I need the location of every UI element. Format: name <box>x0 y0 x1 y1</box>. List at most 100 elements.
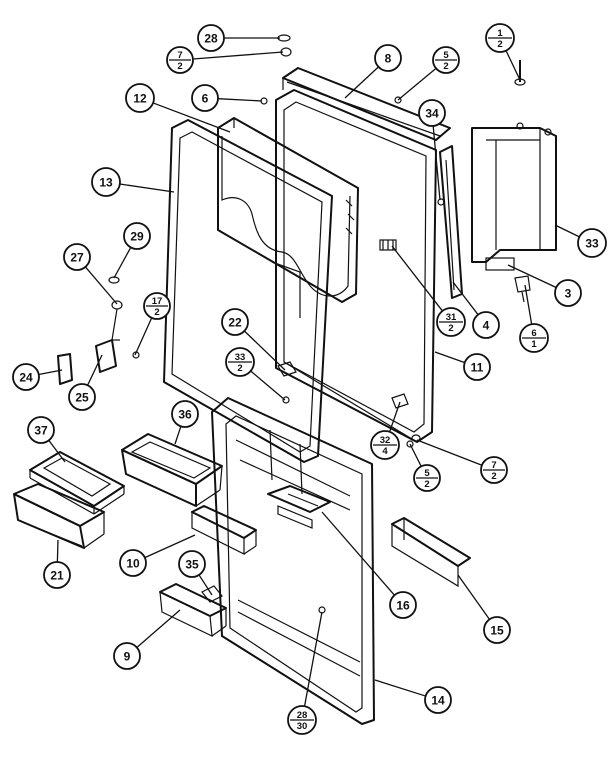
callout-numerator: 28 <box>297 710 308 721</box>
screw-5-2-low <box>406 440 414 448</box>
callout-number: 8 <box>385 52 392 66</box>
callout-leader-line <box>416 439 483 466</box>
callout-number: 33 <box>585 237 599 251</box>
callout-number: 3 <box>565 287 572 301</box>
callout-c7-2-top: 72 <box>166 46 284 74</box>
callout-balloon <box>389 591 417 619</box>
callout-denominator: 2 <box>443 61 448 72</box>
callout-c16: 16 <box>321 511 417 619</box>
callout-balloon <box>191 84 219 112</box>
callout-balloon <box>463 353 491 381</box>
callout-leader-line <box>56 539 59 563</box>
callout-number: 27 <box>70 251 84 265</box>
door-shelf-16 <box>267 485 331 529</box>
callout-numerator: 1 <box>497 28 503 39</box>
callout-balloon <box>12 363 40 391</box>
callout-c27: 27 <box>63 243 118 305</box>
door-shelf-rail-15 <box>391 517 471 588</box>
callout-c21: 21 <box>43 539 71 589</box>
callout-denominator: 2 <box>177 61 182 72</box>
callout-c17-2: 172 <box>134 292 171 356</box>
callout-c1-2: 12 <box>485 23 521 81</box>
callout-balloon <box>483 616 511 644</box>
callout-leader-line <box>388 401 401 432</box>
callout-leader-line <box>38 369 63 376</box>
callout-leader-line <box>113 247 132 279</box>
callout-number: 25 <box>75 391 89 405</box>
callout-numerator: 7 <box>491 460 496 471</box>
callout-c31-2: 312 <box>391 245 466 337</box>
callout-leader-line <box>48 440 66 463</box>
callout-c35: 35 <box>178 550 213 596</box>
callout-number: 12 <box>133 92 147 106</box>
callout-balloon <box>63 243 91 271</box>
callout-leader-line <box>243 330 286 371</box>
callout-number: 6 <box>202 92 209 106</box>
callout-numerator: 33 <box>235 352 246 363</box>
callout-c36: 36 <box>171 400 199 445</box>
callout-balloon <box>68 383 96 411</box>
callout-c33-right: 33 <box>554 224 607 258</box>
freezer-inner-liner <box>217 117 359 303</box>
clip-35 <box>201 585 223 603</box>
callout-numerator: 7 <box>177 50 182 61</box>
storage-tray-36 <box>121 433 223 507</box>
callout-number: 28 <box>204 32 218 46</box>
callout-number: 10 <box>126 557 140 571</box>
callout-c6-1: 61 <box>519 284 549 353</box>
callout-numerator: 31 <box>446 312 457 323</box>
callout-balloon <box>123 222 151 250</box>
callout-leader-line <box>152 102 231 133</box>
refrigerator-door-panel <box>211 397 375 725</box>
callout-leader-line <box>321 511 395 596</box>
shelf-front-10 <box>191 505 257 555</box>
callout-balloon <box>221 308 249 336</box>
callout-leader-line <box>250 370 286 401</box>
callout-c3: 3 <box>507 264 582 307</box>
lower-hinge-assembly <box>57 276 140 385</box>
freezer-door-gasket <box>163 119 333 463</box>
callout-number: 36 <box>178 408 192 422</box>
callout-number: 37 <box>34 424 48 438</box>
callout-c12: 12 <box>125 83 231 133</box>
callout-numerator: 17 <box>152 296 163 307</box>
callout-number: 14 <box>431 694 445 708</box>
door-clip-part <box>379 239 397 251</box>
callout-balloon <box>554 279 582 307</box>
callout-denominator: 2 <box>448 323 453 334</box>
callout-denominator: 2 <box>237 363 242 374</box>
callout-number: 24 <box>19 371 33 385</box>
callout-denominator: 1 <box>531 339 537 350</box>
callout-c13: 13 <box>91 167 175 197</box>
callout-c8: 8 <box>344 44 402 99</box>
callout-leader-line <box>119 183 175 193</box>
callout-number: 21 <box>50 569 64 583</box>
callout-leader-line <box>397 67 437 101</box>
callout-leader-line <box>174 426 182 445</box>
door-stop-22 <box>277 361 297 404</box>
callout-balloon <box>472 311 500 339</box>
lower-tray-9 <box>159 583 227 638</box>
top-door-trim-part <box>282 67 451 141</box>
callout-leader-line <box>432 125 441 201</box>
callout-leader-line <box>198 574 213 596</box>
clip-32-4 <box>391 393 409 409</box>
callout-c6: 6 <box>191 84 263 112</box>
callout-balloon <box>374 44 402 72</box>
callout-leader-line <box>434 351 465 364</box>
callout-leader-line <box>524 284 533 325</box>
callout-denominator: 2 <box>497 39 502 50</box>
callout-c28: 28 <box>197 24 280 52</box>
callout-number: 34 <box>425 107 439 121</box>
callout-denominator: 4 <box>382 446 388 457</box>
butter-lid-37 <box>29 451 125 515</box>
callout-denominator: 2 <box>491 471 496 482</box>
callout-leader-line <box>409 443 422 467</box>
callout-leader-line <box>505 50 521 81</box>
callout-balloon <box>125 83 155 113</box>
side-rail-part <box>439 145 463 299</box>
callout-leader-line <box>303 611 323 707</box>
callout-denominator: 2 <box>424 479 429 490</box>
